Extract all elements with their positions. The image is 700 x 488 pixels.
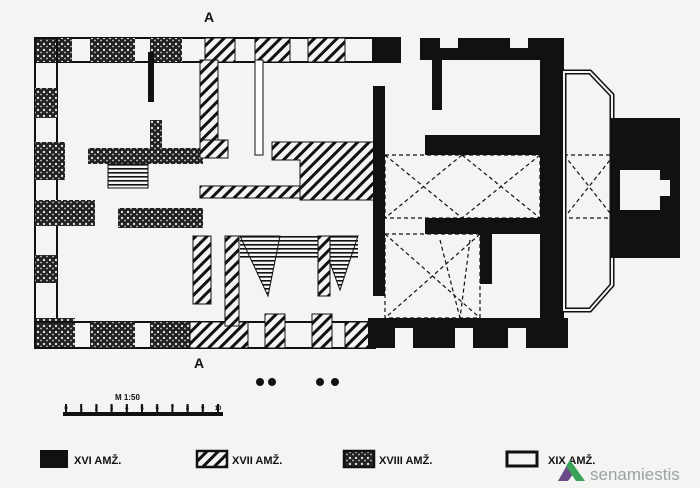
scale-label: M 1:50 [115,393,140,402]
legend-swatch-hatch [195,449,229,469]
legend-item-xviii: XVIII AMŽ. [342,449,432,469]
legend-item-xvi: XVI AMŽ. [40,450,121,468]
scale-tick-label: 2 [95,406,99,412]
legend-label: XVI AMŽ. [74,454,121,467]
scale-tick [186,404,189,413]
legend: XVI AMŽ. XVII AMŽ. XVIII AMŽ. XIX AMŽ. [40,449,595,469]
scale-tick-label: 1 [80,406,84,412]
scale-tick [141,404,143,413]
scale-tick [110,404,113,413]
scale-tick [171,404,174,413]
scale-tick [156,404,159,413]
west-building [34,37,401,349]
scale-tick-label: 6 [156,406,160,412]
scale-tick-label: 7 [171,406,175,412]
legend-label: XIX AMŽ. [548,454,595,467]
marker-dots [256,378,339,386]
scale-tick-label: 9 [201,406,205,412]
scale-tick [125,404,128,413]
section-mark-bottom: A [194,355,204,371]
scale-tick-label: 5 [140,406,144,412]
scale-tick-label: 3 [110,406,114,412]
legend-swatch-stipple [342,449,376,469]
scale-tick-label: 4 [125,406,129,412]
scale-tick [80,404,83,413]
scale-tick-label: 8 [186,406,190,412]
scale-tick-label: 10 [215,406,222,412]
scale-tick [201,404,204,413]
east-building [368,38,680,348]
legend-item-xix: XIX AMŽ. [505,450,595,468]
legend-swatch-solid [40,450,68,468]
legend-swatch-outline [505,450,539,468]
watermark: senamiestis [558,460,680,484]
scale-bar: M 1:50 0 1 2 3 4 5 6 7 8 9 10 [63,393,223,416]
scale-tick [65,404,67,413]
scale-tick [217,404,219,413]
watermark-text: senamiestis [590,465,680,484]
scale-tick-label: 0 [64,406,68,412]
section-mark-top: A [204,9,214,25]
scale-tick [95,404,98,413]
legend-label: XVII AMŽ. [232,454,282,467]
legend-item-xvii: XVII AMŽ. [195,449,282,469]
legend-label: XVIII AMŽ. [379,454,432,467]
